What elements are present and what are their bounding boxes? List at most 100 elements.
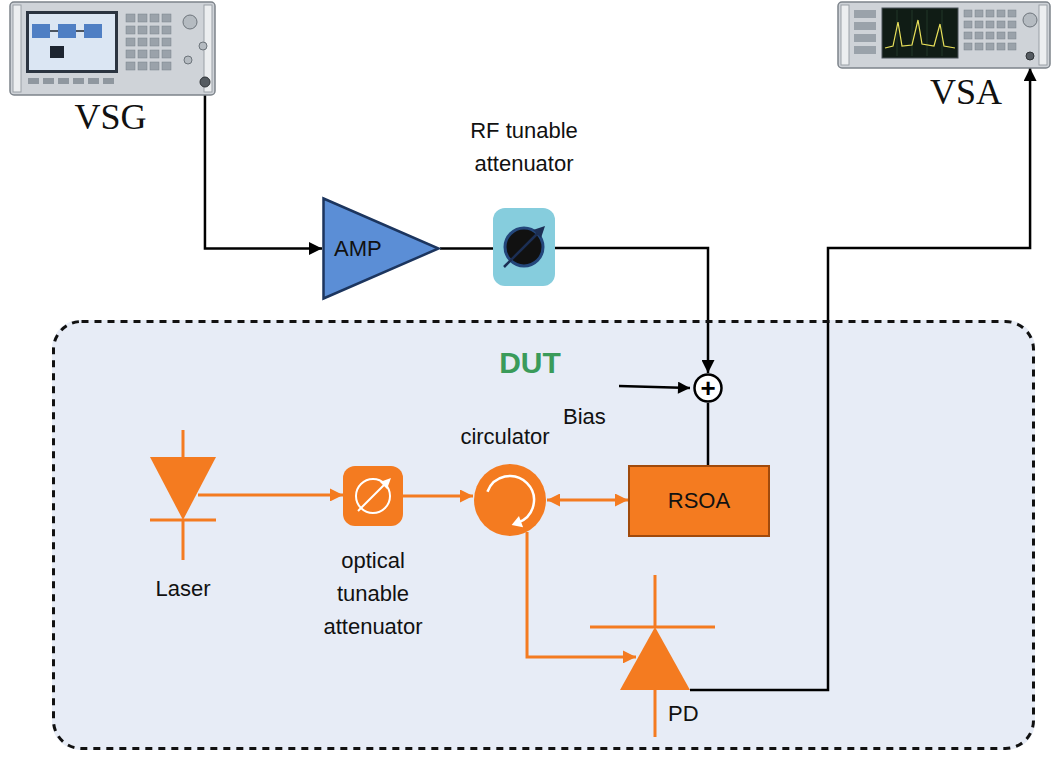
key <box>1008 43 1016 50</box>
key <box>986 32 994 39</box>
rf-port <box>200 77 210 87</box>
circulator-arrow-head <box>512 516 523 527</box>
optical-circulator-label: circulator <box>445 420 565 453</box>
key <box>975 10 983 17</box>
connector-group <box>198 68 1030 690</box>
diode-triangle <box>620 627 690 690</box>
photodiode-label: PD <box>668 697 718 730</box>
key <box>854 34 876 42</box>
knob <box>199 42 207 50</box>
optical-circulator: circulator <box>473 463 547 537</box>
signal-analyzer: VSA <box>838 2 1050 68</box>
key <box>162 38 171 46</box>
rf-cable <box>690 68 1030 690</box>
spectrum-trace <box>885 20 955 48</box>
rf-cable <box>555 248 708 373</box>
signal-analyzer-outline <box>838 2 1050 68</box>
laser-diode-outline <box>150 452 216 527</box>
key <box>138 50 147 58</box>
optical-attenuator: optical tunable attenuator <box>343 466 403 526</box>
signal-generator-label: VSG <box>41 97 181 138</box>
optical-fiber <box>527 532 636 657</box>
diode-lead <box>654 575 657 627</box>
key <box>1008 21 1016 28</box>
screen-frame <box>26 11 118 73</box>
key <box>162 26 171 34</box>
attenuator-dial <box>356 479 390 513</box>
instrument-handle <box>13 5 21 92</box>
key <box>854 22 876 30</box>
laser-diode: Laser <box>150 452 216 527</box>
key <box>150 14 159 22</box>
key <box>138 26 147 34</box>
knob <box>184 56 192 64</box>
screen-grid <box>897 10 898 56</box>
attenuator-body <box>343 466 403 526</box>
key <box>997 21 1005 28</box>
amplifier-triangle-label: AMP <box>334 232 404 265</box>
key <box>975 43 983 50</box>
soft-key <box>28 78 39 84</box>
photodiode: PD <box>620 627 690 692</box>
diode-lead <box>182 430 185 457</box>
soft-key <box>88 78 99 84</box>
dut-border <box>54 322 1034 749</box>
signal-label: Bias <box>563 400 627 433</box>
key <box>975 32 983 39</box>
key <box>1008 32 1016 39</box>
adder-circle: + <box>693 373 723 403</box>
key <box>138 62 147 70</box>
key <box>986 43 994 50</box>
rsoa-box-label: RSOA <box>628 488 770 514</box>
optical-attenuator-label: optical tunable attenuator <box>313 544 433 643</box>
screen-block <box>32 24 50 38</box>
key <box>854 46 876 54</box>
rf-cable <box>707 403 710 465</box>
amplifier-triangle: AMP <box>322 197 440 300</box>
key <box>126 62 135 70</box>
key <box>162 14 171 22</box>
key <box>126 26 135 34</box>
dut-region-outline <box>52 320 1035 750</box>
key <box>1008 10 1016 17</box>
signal-generator: VSG <box>10 2 215 95</box>
key <box>997 43 1005 50</box>
key <box>162 62 171 70</box>
adder-circle-label: + <box>693 375 723 401</box>
attenuator-body <box>493 208 555 286</box>
laser-diode-label: Laser <box>133 572 233 605</box>
soft-key <box>58 78 69 84</box>
optical-fiber <box>547 499 628 502</box>
key <box>975 21 983 28</box>
rf-cable <box>205 95 322 249</box>
key <box>964 10 972 17</box>
instrument-handle <box>841 5 849 65</box>
instrument-body <box>10 2 215 95</box>
screen <box>882 8 958 58</box>
diode-bar <box>590 626 715 629</box>
key <box>986 10 994 17</box>
key <box>997 10 1005 17</box>
photodiode-outline <box>620 627 690 692</box>
signal-analyzer-label: VSA <box>911 72 1021 113</box>
key <box>126 38 135 46</box>
key <box>126 50 135 58</box>
instrument-handle <box>1039 5 1047 65</box>
rf-cable <box>440 247 493 250</box>
dut-region-label: DUT <box>470 340 590 385</box>
circulator-body <box>474 464 546 536</box>
key <box>854 10 876 18</box>
soft-key <box>103 78 114 84</box>
attenuator-arrow <box>504 233 538 267</box>
attenuator-arrow-head <box>380 478 391 489</box>
key <box>964 32 972 39</box>
dut-region: DUT + Laser optical tunable attenuator circu… <box>52 320 1035 750</box>
optical-attenuator-outline <box>343 466 403 526</box>
rf-attenuator-label: RF tunable attenuator <box>449 114 599 180</box>
key <box>126 14 135 22</box>
screen-grid <box>912 10 913 56</box>
knob <box>183 15 197 29</box>
key <box>138 14 147 22</box>
